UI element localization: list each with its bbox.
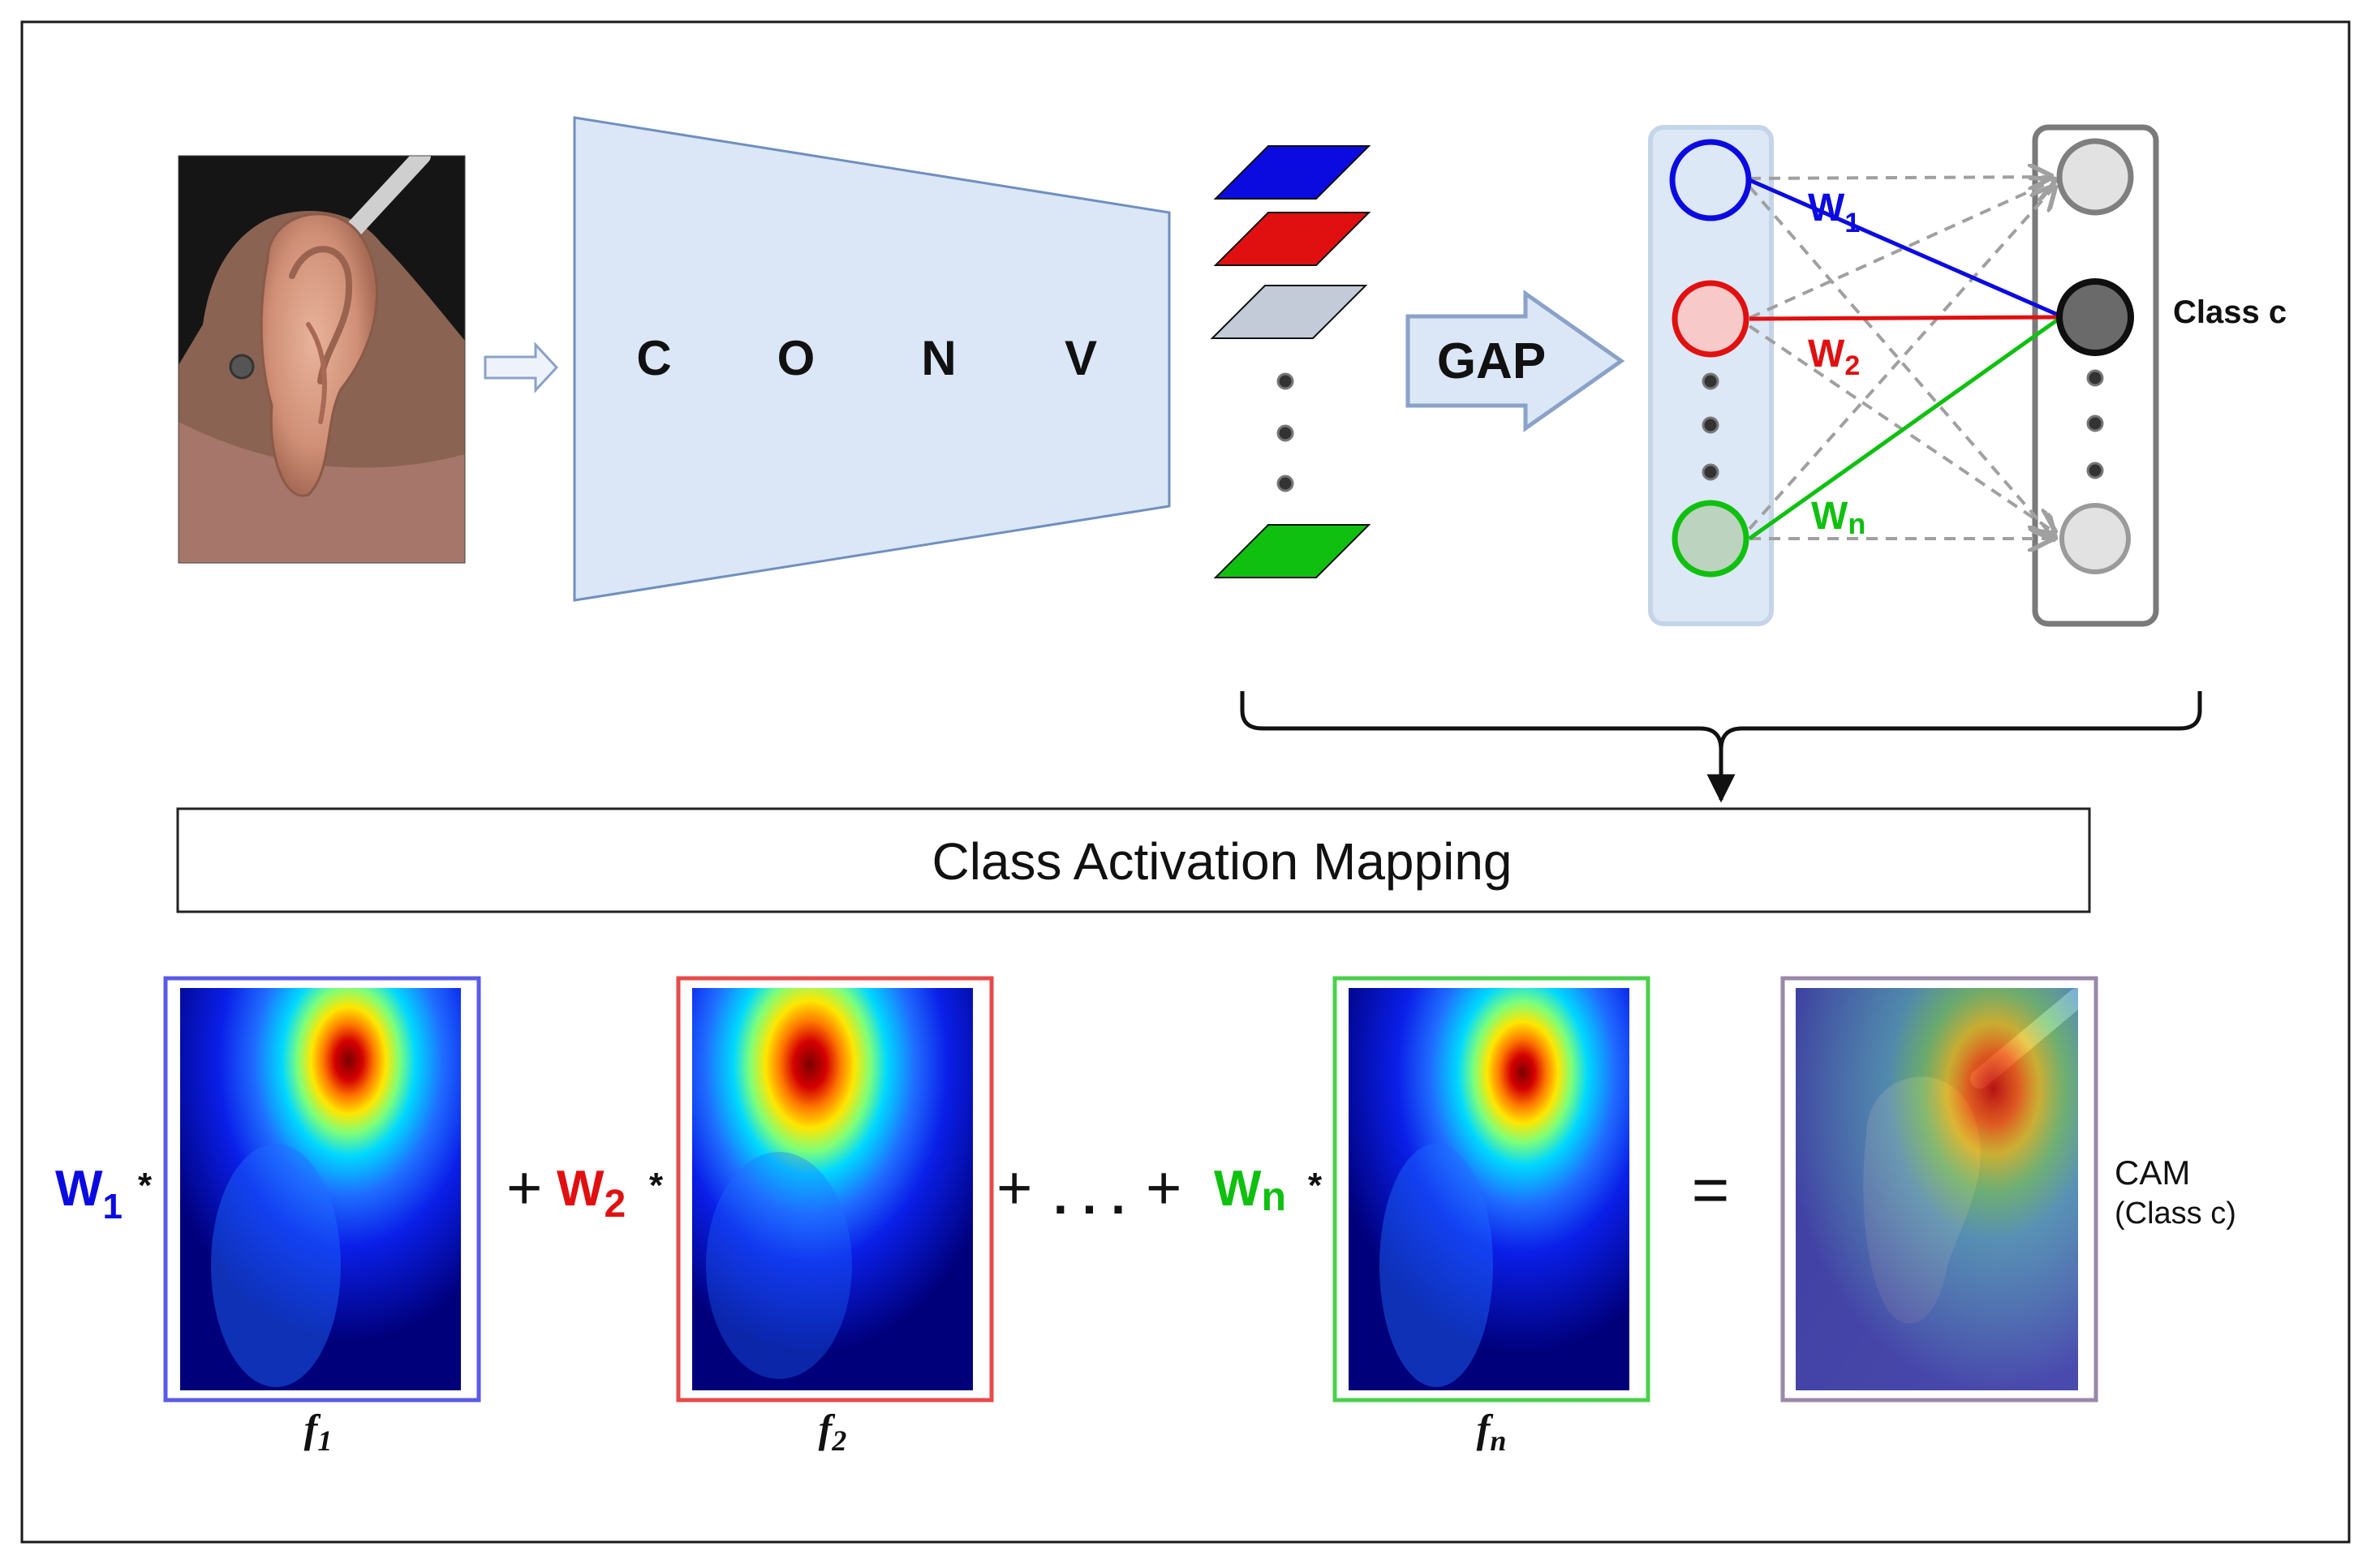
cam-result-overlay <box>1796 988 2078 1390</box>
feature-map-green <box>1213 524 1371 578</box>
output-node-top <box>2056 138 2134 216</box>
cam-result-frame <box>1780 976 2098 1403</box>
eq-equals: = <box>1692 1153 1730 1226</box>
brace-left <box>1240 691 1723 800</box>
eq-wn-label: Wn <box>1214 1161 1286 1219</box>
feature-map-red <box>1213 212 1371 266</box>
gap-dot-3 <box>1702 463 1719 481</box>
conv-block <box>573 116 1171 602</box>
conv-letter-v: V <box>1065 331 1097 385</box>
gap-dot-1 <box>1702 372 1719 390</box>
feature-maps <box>1210 145 1371 578</box>
eq-multiply-2: * <box>649 1166 664 1205</box>
eq-w2-label: W2 <box>557 1161 626 1226</box>
map-fn-label: fn <box>1477 1406 1507 1457</box>
brace-right <box>1719 691 2202 750</box>
weight-label-w2: W2 <box>1808 333 1860 381</box>
eq-plus-3: + <box>1146 1153 1181 1222</box>
map-f1-heatmap <box>180 988 461 1390</box>
eq-multiply-3: * <box>1308 1166 1323 1205</box>
feature-dot-3 <box>1276 475 1294 492</box>
gap-node-green <box>1672 500 1749 578</box>
class-c-label: Class c <box>2173 294 2287 330</box>
outer-frame <box>20 20 2351 1544</box>
cam-result-label: CAM <box>2115 1153 2190 1192</box>
conv-letter-c: C <box>636 331 671 385</box>
dashed-connections <box>1748 177 2055 539</box>
map-fn-heatmap <box>1349 988 1629 1390</box>
weight-label-w1: W1 <box>1808 187 1860 238</box>
input-ear-frame <box>178 155 466 564</box>
output-dot-1 <box>2086 369 2104 387</box>
output-node-bottom <box>2059 503 2131 574</box>
gap-label: GAP <box>1437 333 1546 389</box>
eq-plus-1: + <box>506 1153 542 1222</box>
cam-title: Class Activation Mapping <box>932 832 1512 891</box>
eq-multiply-1: * <box>138 1166 153 1205</box>
weight-label-wn: Wn <box>1811 495 1865 540</box>
map-f1-label: f1 <box>304 1406 333 1457</box>
map-f2-label: f2 <box>819 1406 847 1457</box>
feature-map-blue <box>1213 145 1371 200</box>
output-dot-2 <box>2086 415 2104 432</box>
output-node-class-c <box>2056 278 2134 356</box>
map-fn-frame <box>1332 976 1650 1403</box>
eq-ellipsis: . . . <box>1053 1166 1125 1225</box>
conv-letter-n: N <box>921 331 956 385</box>
feature-dot-2 <box>1276 424 1294 442</box>
cam-title-box <box>176 807 2091 913</box>
map-f2-heatmap <box>692 988 973 1390</box>
gap-node-blue <box>1669 139 1752 221</box>
feature-dot-1 <box>1276 372 1294 390</box>
input-ear-photo <box>179 156 465 563</box>
input-arrow-icon <box>484 342 559 393</box>
conv-letter-o: O <box>777 331 815 385</box>
map-f2-frame <box>676 976 994 1403</box>
feature-map-gray <box>1210 285 1368 339</box>
gap-node-red <box>1672 280 1749 358</box>
eq-w1-label: W1 <box>55 1161 123 1226</box>
cam-result-sublabel: (Class c) <box>2115 1196 2236 1231</box>
eq-plus-2: + <box>996 1153 1032 1222</box>
gap-arrow <box>1405 290 1625 432</box>
weight-line-w1 <box>1748 178 2059 317</box>
weight-line-wn <box>1748 317 2059 541</box>
weight-line-w2 <box>1749 315 2059 321</box>
map-f1-frame <box>163 976 481 1403</box>
output-dot-3 <box>2086 462 2104 479</box>
gap-dot-2 <box>1702 416 1719 434</box>
